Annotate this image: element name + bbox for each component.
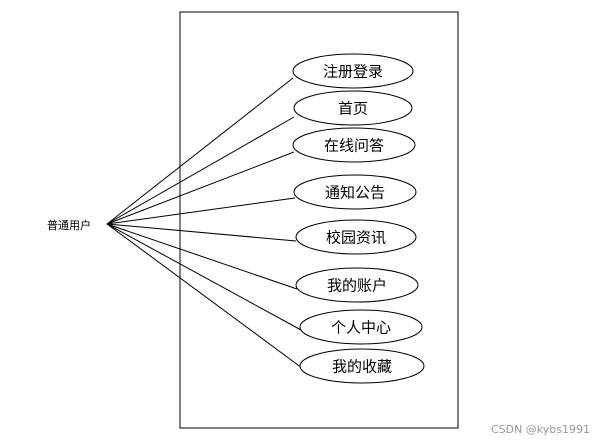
actor-label: 普通用户 <box>47 218 91 232</box>
use-case-label: 首页 <box>338 100 368 118</box>
association-line <box>106 223 303 369</box>
use-case-label: 通知公告 <box>325 184 385 202</box>
use-case-label: 我的收藏 <box>332 358 392 376</box>
use-case-my-favorites[interactable]: 我的收藏 <box>299 348 425 384</box>
use-case-register-login[interactable]: 注册登录 <box>292 53 414 89</box>
association-line <box>106 77 294 225</box>
use-case-label: 校园资讯 <box>326 229 386 247</box>
use-case-notice[interactable]: 通知公告 <box>293 174 417 210</box>
use-case-label: 我的账户 <box>327 277 387 295</box>
association-line <box>106 223 297 242</box>
association-line <box>106 223 302 331</box>
watermark: CSDN @kybs1991 <box>490 423 590 436</box>
association-line <box>106 116 295 225</box>
use-case-label: 在线问答 <box>324 137 384 155</box>
use-case-personal-center[interactable]: 个人中心 <box>299 309 423 345</box>
use-case-label: 个人中心 <box>331 319 391 337</box>
use-case-online-qa[interactable]: 在线问答 <box>292 127 416 163</box>
association-line <box>106 151 295 225</box>
use-case-campus-news[interactable]: 校园资讯 <box>295 219 417 255</box>
association-line <box>106 197 296 225</box>
use-case-my-account[interactable]: 我的账户 <box>295 267 419 303</box>
use-case-home[interactable]: 首页 <box>293 90 413 126</box>
association-lines <box>106 77 303 369</box>
association-line <box>106 223 298 290</box>
system-boundary <box>179 11 459 429</box>
use-case-label: 注册登录 <box>323 63 383 81</box>
